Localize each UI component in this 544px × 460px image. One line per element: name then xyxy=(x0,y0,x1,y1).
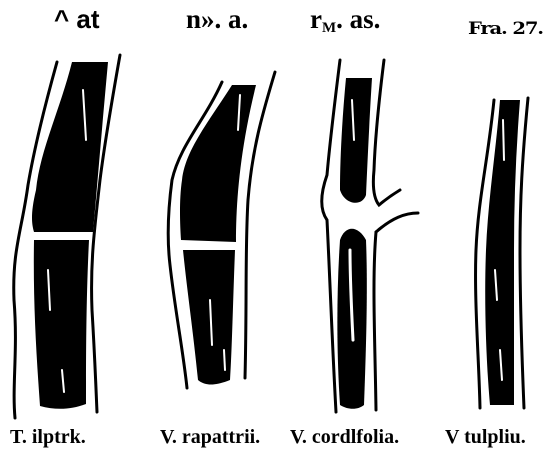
stem-drawing-4 xyxy=(476,98,528,408)
figure-caption-1: T. ilptrk. xyxy=(10,425,86,449)
figure-caption-4: V tulpliu. xyxy=(445,425,526,449)
figure-caption-3: V. cordlfolia. xyxy=(290,425,399,449)
stem-drawing-1 xyxy=(14,55,120,418)
stem-drawing-2 xyxy=(168,72,275,388)
figure-caption-2: V. rapattrii. xyxy=(160,425,260,449)
stem-drawing-3 xyxy=(322,60,418,412)
